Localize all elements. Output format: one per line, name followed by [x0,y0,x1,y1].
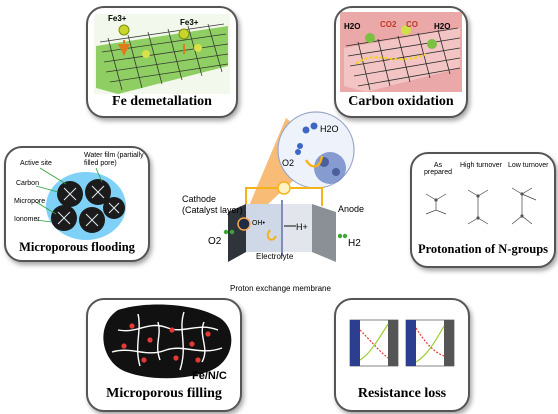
species-co2: CO2 [380,20,397,29]
label-carbon: Carbon [16,180,39,187]
fe-ion-label-1: Fe3+ [108,14,127,23]
carbon-oxidation-panel: H2O CO2 CO H2O Carbon oxidation [334,6,468,118]
fe-demetallation-panel: Fe3+ Fe3+ Fe demetallation [86,6,238,118]
electrolyte-label: Electrolyte [256,252,294,261]
electron-icon [277,181,291,195]
resistance-loss-panel: Resistance loss [334,298,470,412]
carbon-oxidation-caption: Carbon oxidation [348,94,454,109]
o2-label: O2 [208,236,222,247]
microporous-filling-graphic [103,304,232,379]
species-h2o-right: H2O [434,22,451,31]
label-as-prepared: As prepared [423,162,453,176]
label-micropore: Micropore [14,198,46,205]
bubble-o2-label: O2 [282,158,295,168]
microporous-flooding-graphic [35,167,126,240]
label-water-film: Water film (partially filled pore) [84,152,144,167]
resistance-loss-caption: Resistance loss [357,386,447,401]
anode-block [312,204,336,262]
fe-demetallation-graphic [94,14,230,94]
h2-label: H2 [348,238,361,249]
catalyst-site-icon [237,217,251,231]
microporous-filling-caption: Microporous filling [106,386,222,401]
fe-demetallation-caption: Fe demetallation [112,94,212,109]
external-circuit [245,187,323,206]
microporous-flooding-caption: Microporous flooding [19,240,135,254]
resistance-loss-graphic [349,319,455,367]
species-co: CO [406,20,418,29]
membrane-label: Proton exchange membrane [230,284,331,293]
microporous-filling-panel: Fe/N/C Microporous filling [86,298,242,412]
fe-ion-label-2: Fe3+ [180,18,199,27]
label-active-site: Active site [20,160,52,167]
protonation-caption: Protonation of N-groups [417,242,549,256]
protonation-graphic [425,187,537,225]
label-high-turnover: High turnover [460,162,503,169]
fe-n-c-label: Fe/N/C [192,370,227,382]
magnified-bubble [277,111,355,189]
oh-label: OH• [252,220,265,227]
species-h2o-left: H2O [344,22,361,31]
cathode-label: Cathode (Catalyst layer) [182,194,243,215]
carbon-oxidation-graphic [340,12,462,92]
label-low-turnover: Low turnover [508,162,549,169]
bubble-h2o-label: H2O [320,124,339,134]
microporous-flooding-panel: Active site Water film (partially filled… [4,146,150,262]
anode-label: Anode [338,204,365,214]
h-plus-label: H+ [296,222,308,232]
protonation-panel: As prepared High turnover Low turnover P… [410,152,556,268]
label-ionomer: Ionomer [14,216,40,223]
